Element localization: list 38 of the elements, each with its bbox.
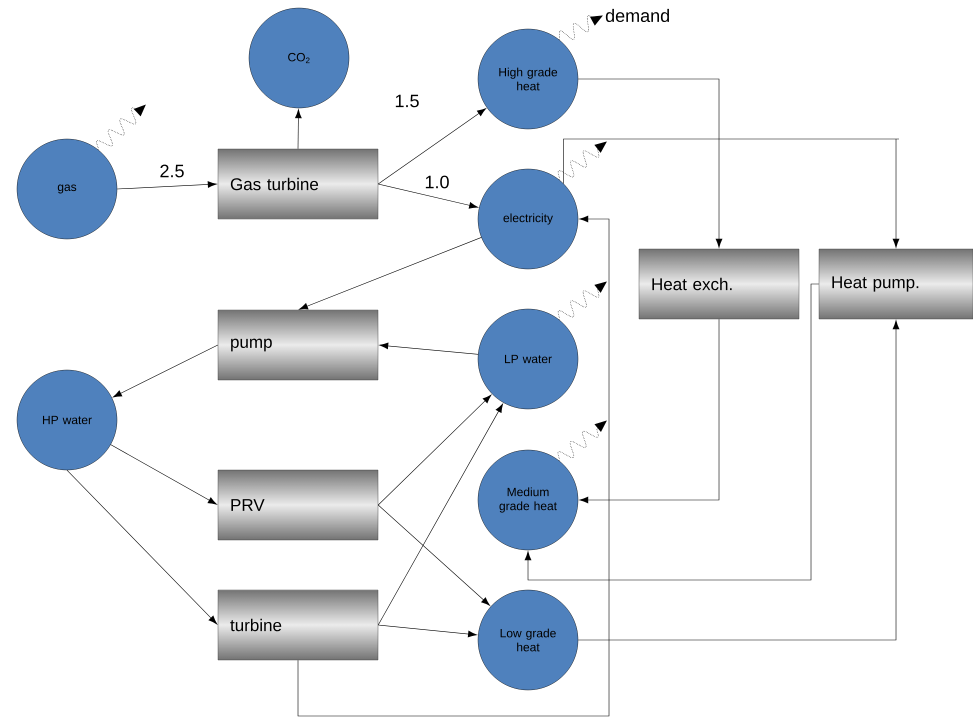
arrow (578, 320, 900, 640)
edge-label: demand (606, 8, 669, 22)
arrow (378, 184, 478, 209)
arrow (378, 404, 504, 626)
circle-node: electricity (478, 168, 578, 270)
arrow (378, 624, 478, 638)
arrow (378, 394, 492, 506)
arrow (378, 108, 486, 184)
circle-node: Low grade heat (478, 590, 578, 690)
circle-node: LP water (478, 308, 578, 410)
arrow (579, 318, 720, 504)
process-box: pump (218, 310, 378, 380)
arrow (524, 284, 820, 580)
wavy-arrow (558, 15, 603, 40)
arrow (110, 444, 217, 505)
arrow (378, 504, 490, 606)
process-box: Heat exch. (638, 248, 800, 320)
circle-node: CO$_{2}$ (248, 8, 350, 108)
circle-node: HP water (16, 370, 118, 470)
arrow (116, 181, 217, 190)
circle-node: Medium grade heat (478, 450, 578, 550)
arrow (112, 344, 218, 398)
arrow (298, 237, 482, 310)
edge-label: 1.5 (396, 94, 419, 108)
arrow (563, 138, 900, 248)
arrow (298, 216, 610, 716)
process-box: PRV (218, 470, 378, 540)
process-box: Gas turbine (218, 148, 378, 220)
arrow (66, 470, 218, 624)
process-box: turbine (218, 590, 378, 660)
edge-label: 1.0 (426, 176, 449, 188)
edge-label: 2.5 (160, 164, 184, 178)
circle-node: gas (16, 138, 118, 240)
arrow (295, 109, 302, 150)
process-box: Heat pump. (818, 248, 973, 320)
circle-node: High grade heat (478, 28, 578, 130)
arrow (578, 78, 722, 248)
arrow (379, 342, 478, 355)
